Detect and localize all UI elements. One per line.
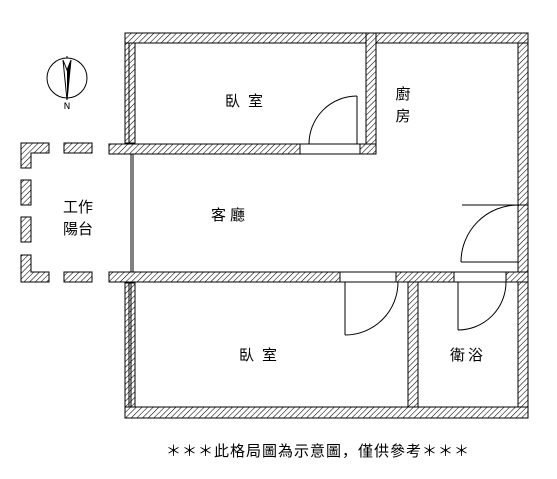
wall-under-bedroom-right (359, 143, 377, 155)
wall-bath-divider (407, 281, 419, 408)
doors (300, 95, 519, 336)
disclaimer-note: ＊＊＊此格局圖為示意圖，僅供參考＊＊＊ (166, 442, 470, 460)
balcony-seg-top-1 (63, 142, 93, 154)
walls (108, 32, 529, 419)
wall-under-bedroom (108, 143, 301, 155)
room-label-balcony-line1: 工作 (63, 198, 93, 216)
room-label-kitchen-line1: 廚 (395, 85, 410, 103)
wall-bottom (124, 406, 529, 419)
compass-north-label: N (64, 102, 71, 112)
door-bedroom-top (300, 95, 360, 155)
balcony-seg-bottom-1 (63, 271, 93, 283)
balcony-seg-left-1 (20, 179, 32, 206)
room-label-bedroom-top: 臥室 (225, 92, 271, 110)
balcony-corner-top (20, 142, 50, 169)
compass: N (46, 56, 88, 112)
door-bedroom-bottom (340, 271, 399, 336)
balcony-seg-left-2 (20, 216, 32, 243)
room-label-kitchen-line2: 房 (395, 107, 410, 125)
wall-above-bath-right (505, 271, 529, 283)
balcony-outline (20, 142, 93, 283)
wall-top-right (375, 32, 529, 44)
wall-bedroom-kitchen (365, 32, 377, 155)
wall-left-lower (124, 282, 136, 411)
room-label-bedroom-bottom: 臥室 (239, 346, 285, 364)
door-bathroom (454, 271, 507, 331)
wall-above-bath-mid (395, 271, 455, 283)
wall-above-bedroom (108, 271, 341, 283)
wall-top-left (124, 32, 367, 44)
room-label-balcony-line2: 陽台 (63, 220, 93, 238)
wall-left-upper (124, 42, 136, 144)
wall-right-door-jamb (517, 204, 529, 273)
windows (128, 43, 134, 407)
balcony-corner-bottom (20, 254, 50, 283)
door-living-right (460, 204, 519, 263)
room-label-bathroom: 衛浴 (450, 346, 486, 364)
room-label-living: 客廳 (211, 206, 249, 224)
